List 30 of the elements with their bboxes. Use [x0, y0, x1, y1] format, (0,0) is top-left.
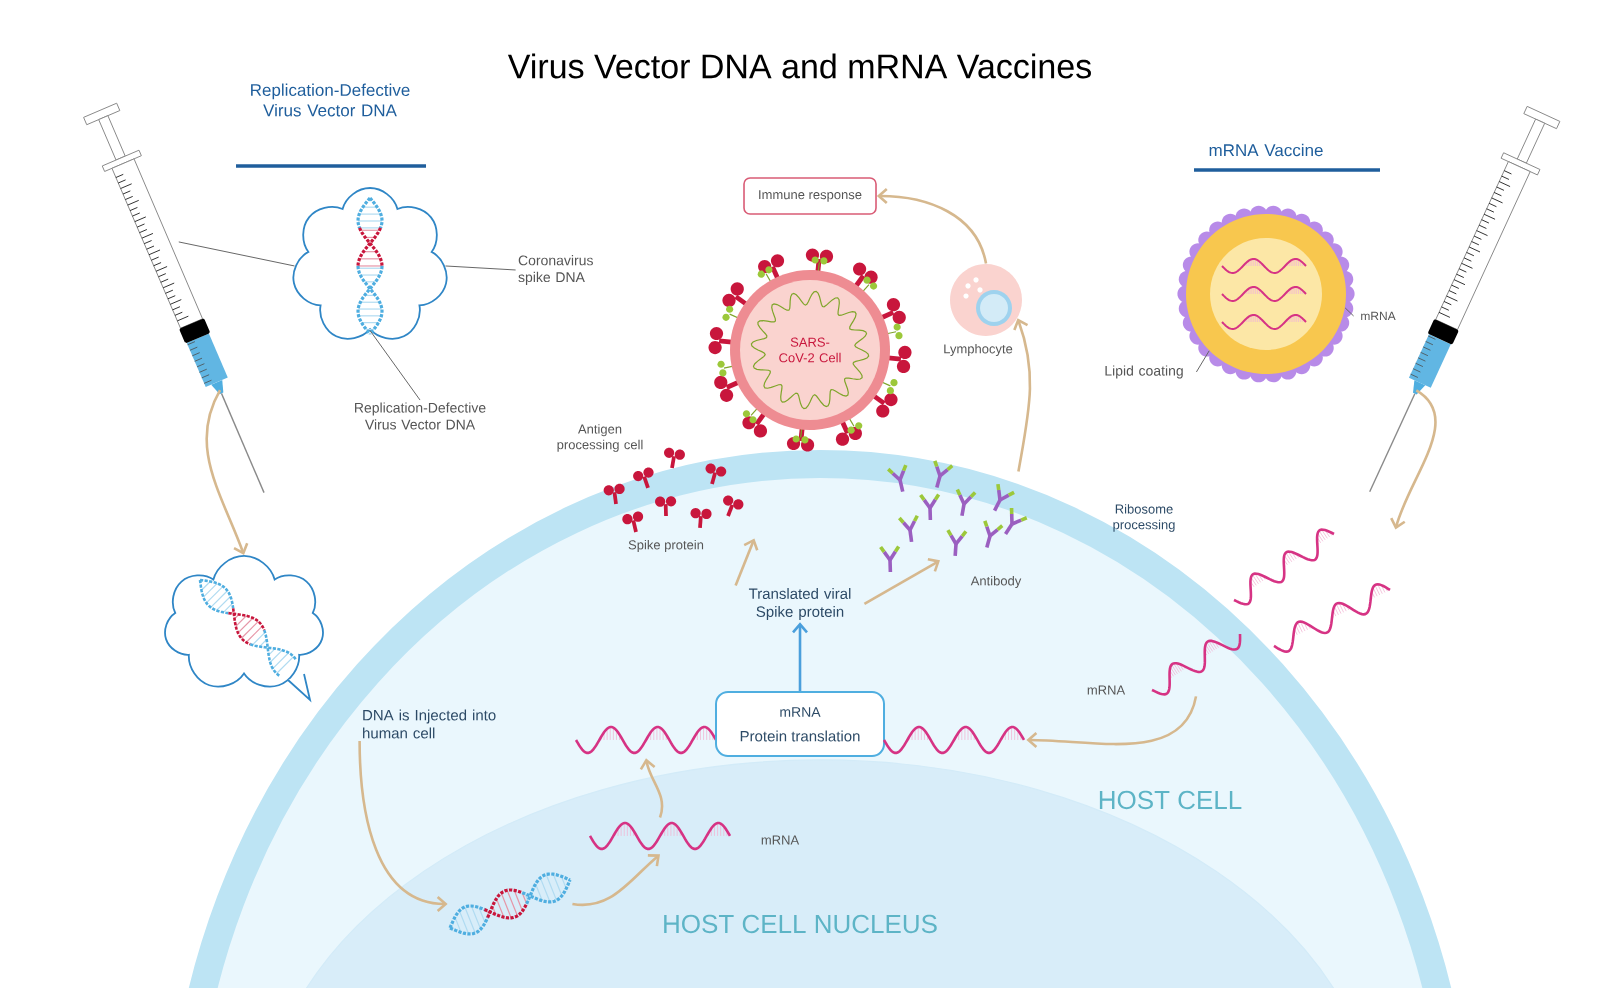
- title: Virus Vector DNA and mRNA Vaccines: [507, 53, 1091, 79]
- arrow: [876, 188, 988, 264]
- leader-line: [1344, 307, 1355, 317]
- syringe-drawing: [83, 102, 265, 494]
- arrow: [1026, 696, 1198, 748]
- arrow: [358, 740, 448, 912]
- leader-line: [369, 330, 421, 401]
- antibody-drawing: [879, 460, 1028, 573]
- cloud-drawing: [292, 187, 448, 340]
- arrow: [205, 389, 249, 556]
- arrow: [572, 854, 660, 907]
- text-label: mRNA Vaccine: [1209, 143, 1323, 157]
- arrow: [734, 538, 759, 587]
- mrna-drawing: [1233, 528, 1391, 653]
- mrna-drawing: [574, 725, 718, 755]
- mrna-drawing: [1151, 633, 1242, 696]
- arrow: [1013, 318, 1032, 472]
- arrow: [1390, 389, 1437, 530]
- arrow: [639, 758, 664, 818]
- speech-bubble-drawing: [164, 555, 324, 703]
- text-label: Replication-Defective Virus Vector DNA: [251, 83, 410, 117]
- arrow: [863, 558, 940, 606]
- lymphocyte-drawing: [950, 263, 1022, 336]
- leader-line: [445, 265, 517, 271]
- arrow: [792, 622, 808, 691]
- mrna-drawing: [882, 725, 1026, 755]
- mrna-drawing: [588, 821, 732, 851]
- leader-line: [178, 241, 295, 267]
- leader-line: [1195, 350, 1210, 373]
- dna-drawing: [448, 872, 572, 936]
